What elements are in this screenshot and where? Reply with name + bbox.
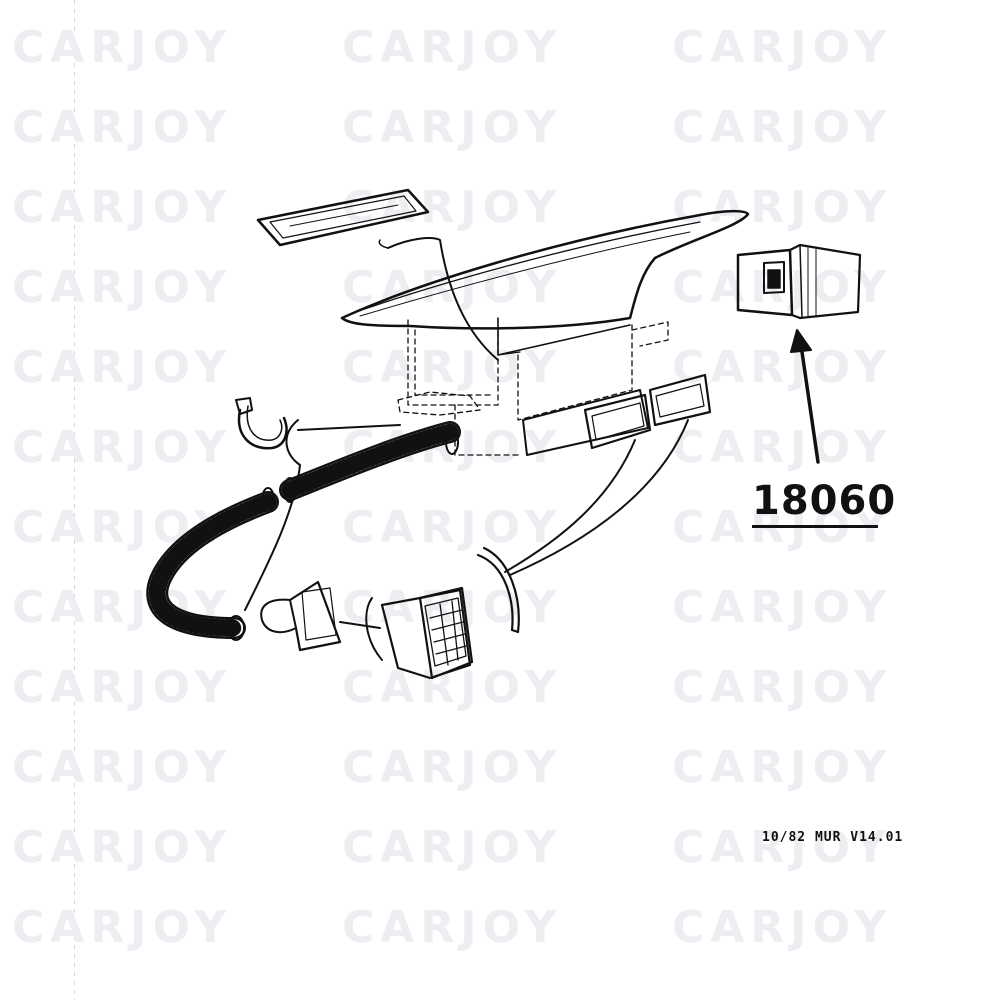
watermark-text: CARJOY [342,182,563,233]
part-number-underline [752,525,878,528]
center-vent-assembly [522,373,712,456]
watermark-text: CARJOY [672,342,893,393]
watermark-text: CARJOY [342,502,563,553]
watermark-text: CARJOY [12,102,233,153]
watermark-text: CARJOY [12,742,233,793]
page-edge-line [74,0,75,1000]
part-number-label: 18060 [752,478,897,524]
watermark-text: CARJOY [12,342,233,393]
watermark-text: CARJOY [672,662,893,713]
watermark-text: CARJOY [672,422,893,473]
pointer-arrow [790,329,820,464]
watermark-text: CARJOY [342,102,563,153]
outlet-grille [380,586,474,680]
leader-vents [504,439,636,573]
watermark-text: CARJOY [12,182,233,233]
watermark-text: CARJOY [342,822,563,873]
watermark-text: CARJOY [12,22,233,73]
outlet-bracket [476,546,520,634]
watermark-text: CARJOY [12,662,233,713]
watermark-text: CARJOY [672,182,893,233]
watermark-text: CARJOY [342,22,563,73]
gasket-plate [256,188,430,247]
side-vent-18060 [736,243,862,320]
watermark-text: CARJOY [12,422,233,473]
watermark-text: CARJOY [342,742,563,793]
dashboard-panel [340,209,750,356]
dashed-mounting-frame [397,319,669,456]
watermark-text: CARJOY [672,22,893,73]
leader-clamp [244,419,301,611]
watermark-text: CARJOY [342,902,563,953]
watermark-text: CARJOY [672,822,893,873]
corrugated-hose [146,421,461,641]
diagram-reference-code: 10/82 MUR V14.01 [762,830,904,845]
leader-gasket [387,237,499,361]
watermark-text: CARJOY [12,902,233,953]
watermark-text: CARJOY [672,902,893,953]
watermark-text: CARJOY [672,742,893,793]
hose-clamp [235,397,288,450]
watermark-text: CARJOY [12,822,233,873]
funnel-adapter [260,580,381,652]
watermark-text: CARJOY [672,102,893,153]
watermark-text: CARJOY [12,262,233,313]
watermark-text: CARJOY [672,582,893,633]
